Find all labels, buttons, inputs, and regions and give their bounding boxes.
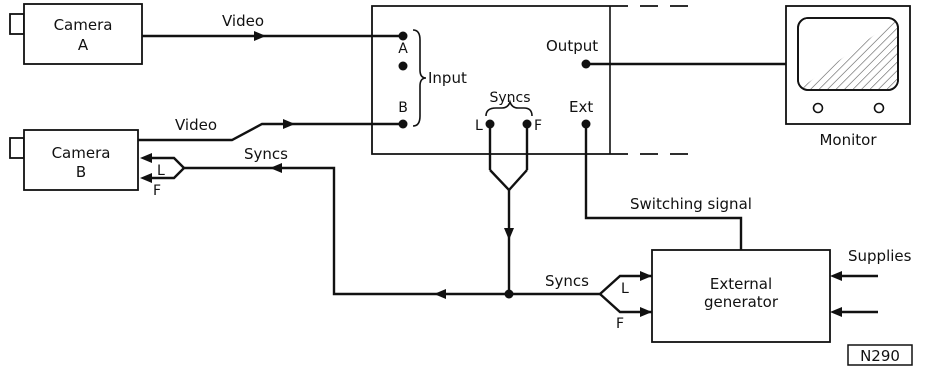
external-generator-box — [651, 249, 831, 343]
input-b-terminal — [398, 119, 408, 129]
camera-a: Camera A — [9, 3, 143, 65]
reference-label: N290 — [860, 347, 900, 365]
camera-a-label-line1: Camera — [54, 16, 113, 34]
monitor-knob-left — [812, 102, 824, 114]
generator-sync-link: L F Syncs — [545, 271, 652, 332]
camera-b: Camera B — [9, 129, 139, 191]
video-a-link: Video — [142, 12, 399, 41]
video-b-arrow — [283, 119, 295, 129]
camera-b-box — [23, 129, 139, 191]
sync-l-terminal — [485, 119, 495, 129]
output-label: Output — [546, 37, 598, 55]
mixer-sync-link — [488, 128, 529, 299]
syncs-to-camera-b-link: Syncs L F — [140, 145, 600, 299]
sync-f-terminal — [522, 119, 532, 129]
camera-b-f-arrow — [140, 173, 152, 183]
syncs-generator-label: Syncs — [545, 272, 589, 290]
camera-b-label-line2: B — [76, 163, 86, 181]
camera-b-label-line1: Camera — [52, 144, 111, 162]
syncs-camera-b-arrow — [270, 163, 282, 173]
camera-a-box — [23, 3, 143, 65]
switching-signal-label: Switching signal — [630, 195, 752, 213]
syncs-bus-arrow — [434, 289, 446, 299]
switching-signal-link: Switching signal — [584, 128, 752, 250]
external-generator-label-line1: External — [710, 275, 772, 293]
sync-f-label: F — [534, 118, 542, 134]
video-a-arrow — [254, 31, 266, 41]
camera-b-f-label: F — [153, 183, 161, 199]
generator-l-label: L — [621, 281, 629, 297]
video-b-label: Video — [175, 116, 217, 134]
external-generator-label-line2: generator — [704, 293, 779, 311]
camera-b-l-label: L — [157, 163, 165, 179]
mixer-syncs-label: Syncs — [489, 90, 530, 106]
camera-a-lens — [9, 13, 25, 35]
input-b-label: B — [398, 100, 408, 116]
camera-b-l-arrow — [140, 153, 152, 163]
generator-l-arrow — [640, 271, 652, 281]
syncs-camera-b-label: Syncs — [244, 145, 288, 163]
sync-l-label: L — [475, 118, 483, 134]
input-a-label: A — [398, 41, 408, 57]
input-a-terminal — [398, 31, 408, 41]
input-label: Input — [428, 69, 467, 87]
video-b-link: Video — [138, 116, 399, 142]
camera-a-label-line2: A — [78, 36, 89, 54]
input-brace — [412, 29, 427, 127]
mixer-unit: A B Input Syncs L F Output Ext — [371, 5, 690, 155]
external-generator: External generator — [651, 249, 831, 343]
syncs-brace — [485, 99, 533, 117]
reference-tag: N290 — [847, 344, 913, 366]
generator-f-arrow — [640, 307, 652, 317]
generator-f-label: F — [616, 316, 624, 332]
supplies-label: Supplies — [848, 247, 912, 265]
ext-label: Ext — [569, 98, 593, 116]
ext-terminal — [581, 119, 591, 129]
video-a-label: Video — [222, 12, 264, 30]
monitor-screen-shading — [798, 18, 898, 90]
supplies-link: Supplies — [830, 247, 912, 317]
monitor-knob-right — [873, 102, 885, 114]
monitor: Monitor — [785, 5, 911, 149]
monitor-label: Monitor — [819, 131, 877, 149]
input-mid-terminal — [398, 61, 408, 71]
camera-b-lens — [9, 137, 25, 159]
mixer-sync-arrow — [504, 228, 514, 240]
